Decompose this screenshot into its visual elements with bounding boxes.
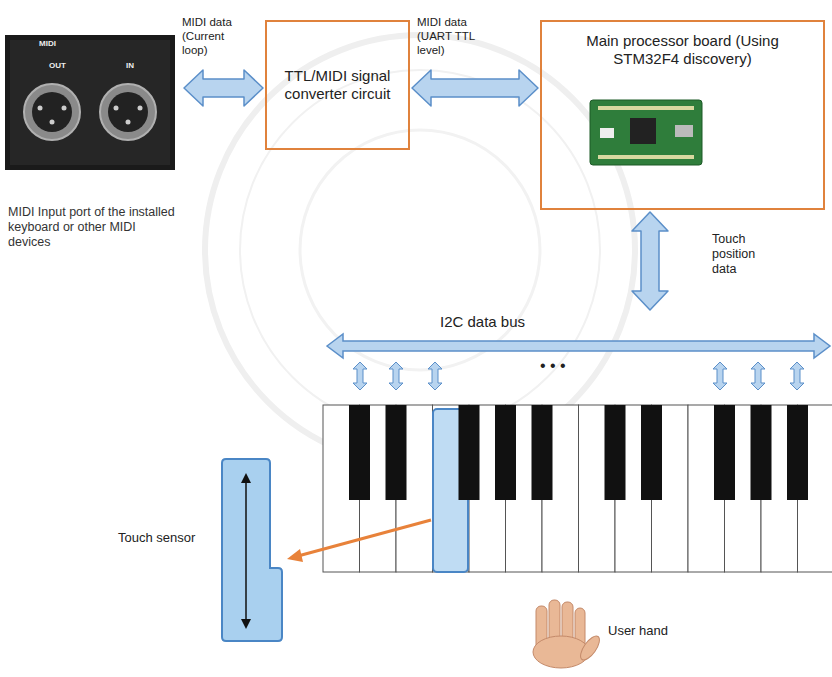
port-caption: MIDI Input port of the installed keyboar… — [8, 205, 180, 250]
din-socket — [32, 92, 72, 132]
slide-arrow — [245, 481, 247, 621]
sensor-label: Touch sensor — [118, 530, 218, 546]
port-label: IN — [126, 61, 146, 71]
double-arrow — [184, 70, 263, 106]
board-usb — [675, 125, 693, 137]
text-slot: MIDI — [39, 39, 79, 49]
board-header — [598, 155, 694, 159]
black-key — [714, 405, 735, 500]
edge-label: Touch position data — [712, 232, 774, 277]
board-header — [598, 106, 694, 110]
black-key — [641, 405, 662, 500]
text-slot: Touch sensor — [118, 530, 218, 546]
din-pin — [62, 106, 67, 111]
tap-arrow — [713, 362, 727, 390]
din-connector — [100, 84, 156, 140]
port-label: MIDI — [39, 39, 79, 49]
midi-port-panel — [5, 35, 175, 170]
board-part — [600, 128, 614, 138]
midi-port-panel — [10, 40, 170, 165]
bus-taps — [353, 362, 804, 390]
port-label: OUT — [49, 61, 79, 71]
sensor-outline — [222, 459, 282, 641]
process-box: TTL/MIDI signal converter circuit — [265, 20, 410, 150]
din-pin — [50, 120, 55, 125]
black-key — [532, 405, 553, 500]
din-pin — [114, 106, 119, 111]
din-pin — [138, 106, 143, 111]
black-key — [349, 405, 370, 500]
bus-label: I2C data bus — [440, 313, 580, 331]
double-arrow — [632, 212, 668, 310]
din-connector — [24, 84, 80, 140]
black-key — [386, 405, 407, 500]
process-box: Main processor board (Using STM32F4 disc… — [540, 20, 825, 210]
watermark-ring — [300, 130, 540, 370]
bus-shape — [325, 312, 832, 360]
text-slot: I2C data bus — [440, 313, 580, 331]
board-chip — [630, 118, 656, 144]
text-slot: MIDI data (Current loop) — [182, 16, 244, 57]
board-image — [590, 100, 702, 165]
bus-band — [327, 334, 830, 358]
watermark-ring — [205, 35, 635, 465]
leader-arrowhead — [287, 549, 303, 562]
double-arrow — [412, 70, 538, 106]
box-label: Main processor board (Using STM32F4 disc… — [568, 32, 798, 68]
edge-label: MIDI data (Current loop) — [182, 16, 244, 57]
watermark-ring — [240, 70, 600, 430]
tap-arrow — [389, 362, 403, 390]
midi-port: MIDI OUT IN MIDI Input port of the installe… — [5, 35, 182, 275]
black-key — [495, 405, 516, 500]
tap-arrow — [751, 362, 765, 390]
black-key — [459, 405, 480, 500]
text-slot: MIDI Input port of the installed keyboar… — [8, 205, 180, 250]
black-key — [787, 405, 808, 500]
slide-arrowhead — [241, 619, 251, 629]
thumb — [577, 633, 603, 663]
text-slot: MIDI data (UART TTL level) — [417, 16, 485, 57]
keyboard — [323, 405, 832, 572]
text-slot: OUT — [49, 61, 79, 71]
black-key — [605, 405, 626, 500]
din-pin — [126, 120, 131, 125]
user-hand — [533, 600, 603, 668]
tap-arrow — [790, 362, 804, 390]
data-bus: I2C data bus — [325, 312, 832, 360]
edge-label: MIDI data (UART TTL level) — [417, 16, 485, 57]
leader-line — [298, 520, 431, 556]
din-pin — [38, 106, 43, 111]
tap-arrow — [428, 362, 442, 390]
figure-label: User hand — [608, 623, 698, 639]
text-slot: Touch position data — [712, 232, 774, 277]
text-slot: User hand — [608, 623, 698, 639]
text-slot: IN — [126, 61, 146, 71]
palm — [533, 636, 589, 668]
black-keys — [349, 405, 808, 500]
sensor-shape — [110, 455, 285, 645]
box-label: TTL/MIDI signal converter circuit — [277, 67, 398, 103]
slide-arrowhead — [241, 473, 251, 483]
tap-arrow — [353, 362, 367, 390]
text-slot: • • • — [540, 356, 610, 375]
din-socket — [108, 92, 148, 132]
touch-sensor: Touch sensor — [110, 455, 285, 645]
black-key — [751, 405, 772, 500]
ellipsis: • • • — [540, 356, 610, 375]
